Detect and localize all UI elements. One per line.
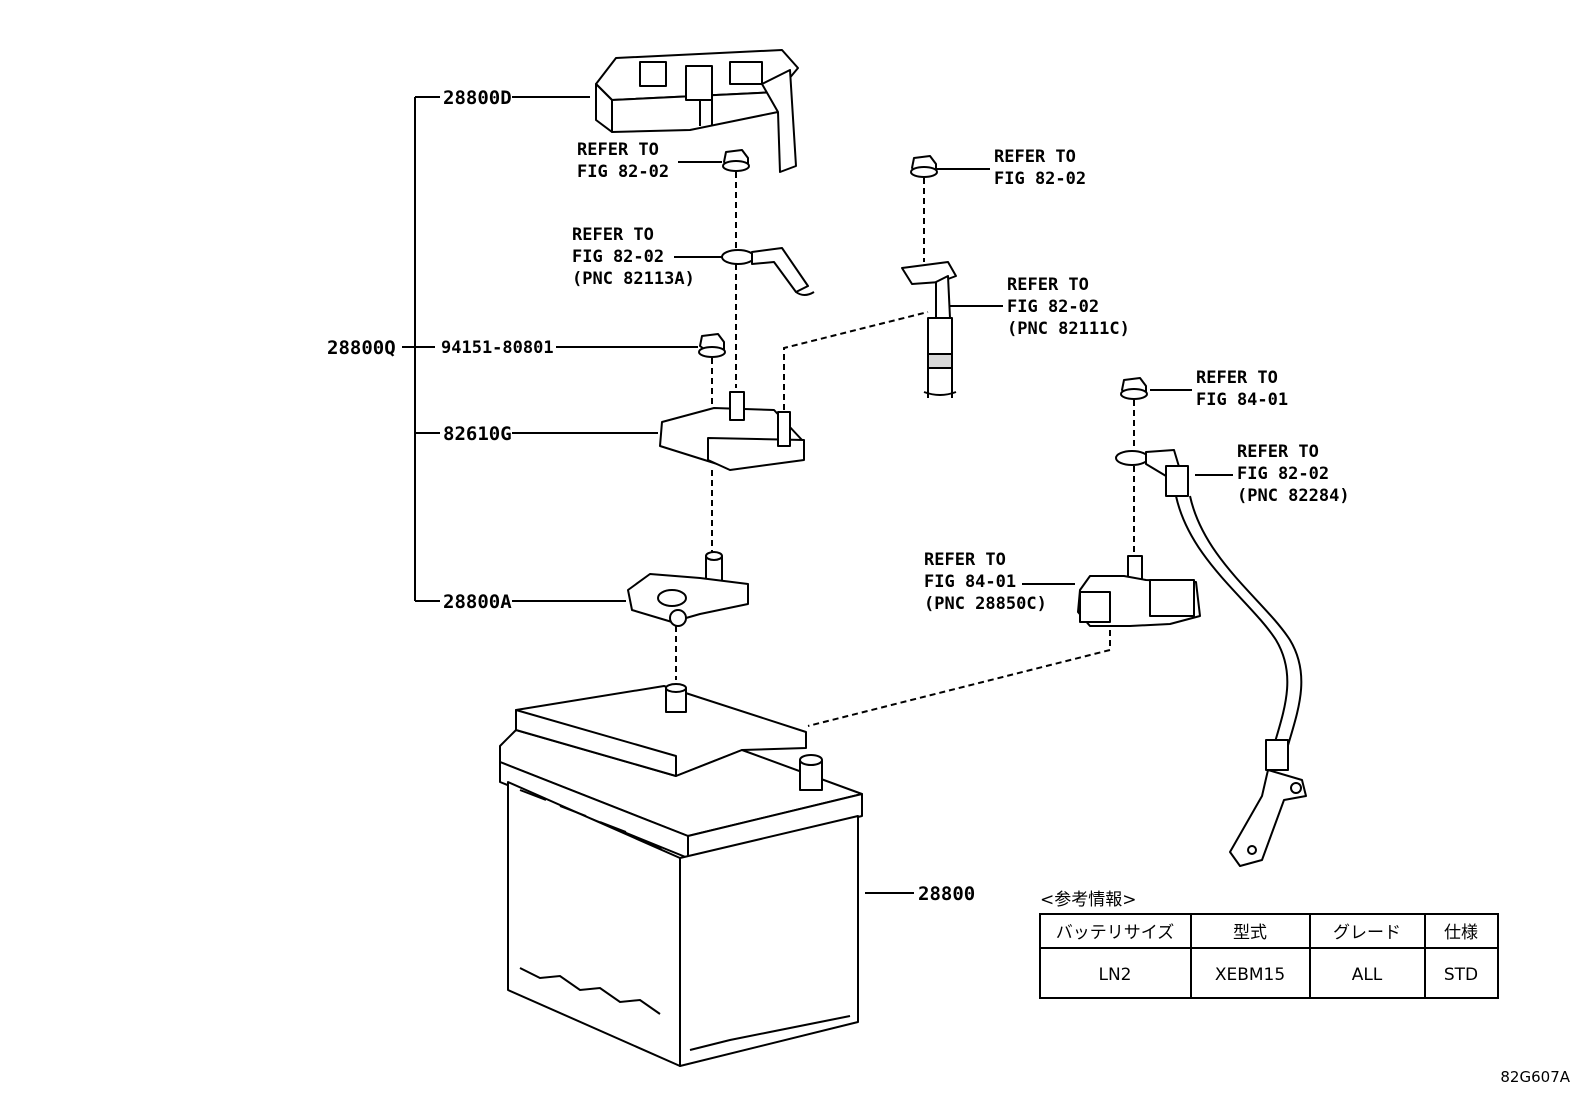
table-cell-spec: STD xyxy=(1444,965,1478,985)
table-header-model: 型式 xyxy=(1233,923,1267,943)
label-28800: 28800 xyxy=(918,883,975,905)
svg-text:REFER TO: REFER TO xyxy=(994,147,1076,167)
table-cell-model: XEBM15 xyxy=(1215,965,1285,985)
cable-82111C xyxy=(901,261,957,398)
figure-code: 82G607A xyxy=(1500,1068,1570,1086)
svg-text:(PNC 82111C): (PNC 82111C) xyxy=(1007,319,1130,339)
refer-note-6: REFER TO FIG 82-02 (PNC 82284) xyxy=(1195,442,1350,506)
refer-note-5: REFER TO FIG 84-01 xyxy=(1150,368,1288,410)
table-header-battery-size: バッテリサイズ xyxy=(1056,923,1175,943)
table-cell-battery-size: LN2 xyxy=(1098,965,1131,985)
svg-text:REFER TO: REFER TO xyxy=(1237,442,1319,462)
terminal-cover-28800D xyxy=(595,49,799,173)
svg-text:FIG 82-02: FIG 82-02 xyxy=(994,169,1086,189)
svg-text:FIG 82-02: FIG 82-02 xyxy=(1237,464,1329,484)
svg-text:FIG 84-01: FIG 84-01 xyxy=(924,572,1016,592)
svg-text:FIG 82-02: FIG 82-02 xyxy=(577,162,669,182)
svg-text:(PNC 82113A): (PNC 82113A) xyxy=(572,269,695,289)
label-82610G: 82610G xyxy=(443,423,512,445)
cable-terminal-82113A xyxy=(721,247,815,296)
nut-refer-3 xyxy=(910,155,938,178)
refer-note-4: REFER TO FIG 82-02 (PNC 82111C) xyxy=(948,275,1130,339)
label-28800Q: 28800Q xyxy=(327,337,396,359)
positive-terminal-28800A xyxy=(627,551,749,627)
nut-refer-5 xyxy=(1120,377,1148,400)
negative-terminal-28850C xyxy=(1077,555,1201,627)
table-header-spec: 仕様 xyxy=(1444,923,1478,943)
label-94151-80801: 94151-80801 xyxy=(441,338,554,358)
svg-text:FIG 82-02: FIG 82-02 xyxy=(1007,297,1099,317)
label-28800A: 28800A xyxy=(443,591,512,613)
svg-text:REFER TO: REFER TO xyxy=(1007,275,1089,295)
label-28800D: 28800D xyxy=(443,87,512,109)
refer-note-7: REFER TO FIG 84-01 (PNC 28850C) xyxy=(924,550,1075,614)
svg-text:REFER TO: REFER TO xyxy=(1196,368,1278,388)
svg-text:(PNC 28850C): (PNC 28850C) xyxy=(924,594,1047,614)
nut-refer-1 xyxy=(722,149,750,172)
svg-text:REFER TO: REFER TO xyxy=(572,225,654,245)
svg-text:FIG 84-01: FIG 84-01 xyxy=(1196,390,1288,410)
nut-94151-80801 xyxy=(698,333,726,358)
reference-info-table: <参考情報> バッテリサイズ 型式 グレード 仕様 LN2 XEBM15 ALL… xyxy=(1039,890,1499,999)
refer-note-2: REFER TO FIG 82-02 (PNC 82113A) xyxy=(572,225,728,289)
svg-text:REFER TO: REFER TO xyxy=(924,550,1006,570)
table-cell-grade: ALL xyxy=(1352,965,1383,985)
refer-note-3: REFER TO FIG 82-02 xyxy=(928,147,1086,189)
assembly-bracket xyxy=(402,96,440,602)
svg-text:REFER TO: REFER TO xyxy=(577,140,659,160)
svg-text:(PNC 82284): (PNC 82284) xyxy=(1237,486,1350,506)
battery-28800 xyxy=(499,683,863,1067)
table-caption: <参考情報> xyxy=(1040,890,1137,910)
svg-text:FIG 82-02: FIG 82-02 xyxy=(572,247,664,267)
fuse-block-82610G xyxy=(659,391,805,471)
table-header-grade: グレード xyxy=(1333,923,1401,943)
cable-82284 xyxy=(1115,449,1307,867)
refer-note-1: REFER TO FIG 82-02 xyxy=(577,140,722,182)
